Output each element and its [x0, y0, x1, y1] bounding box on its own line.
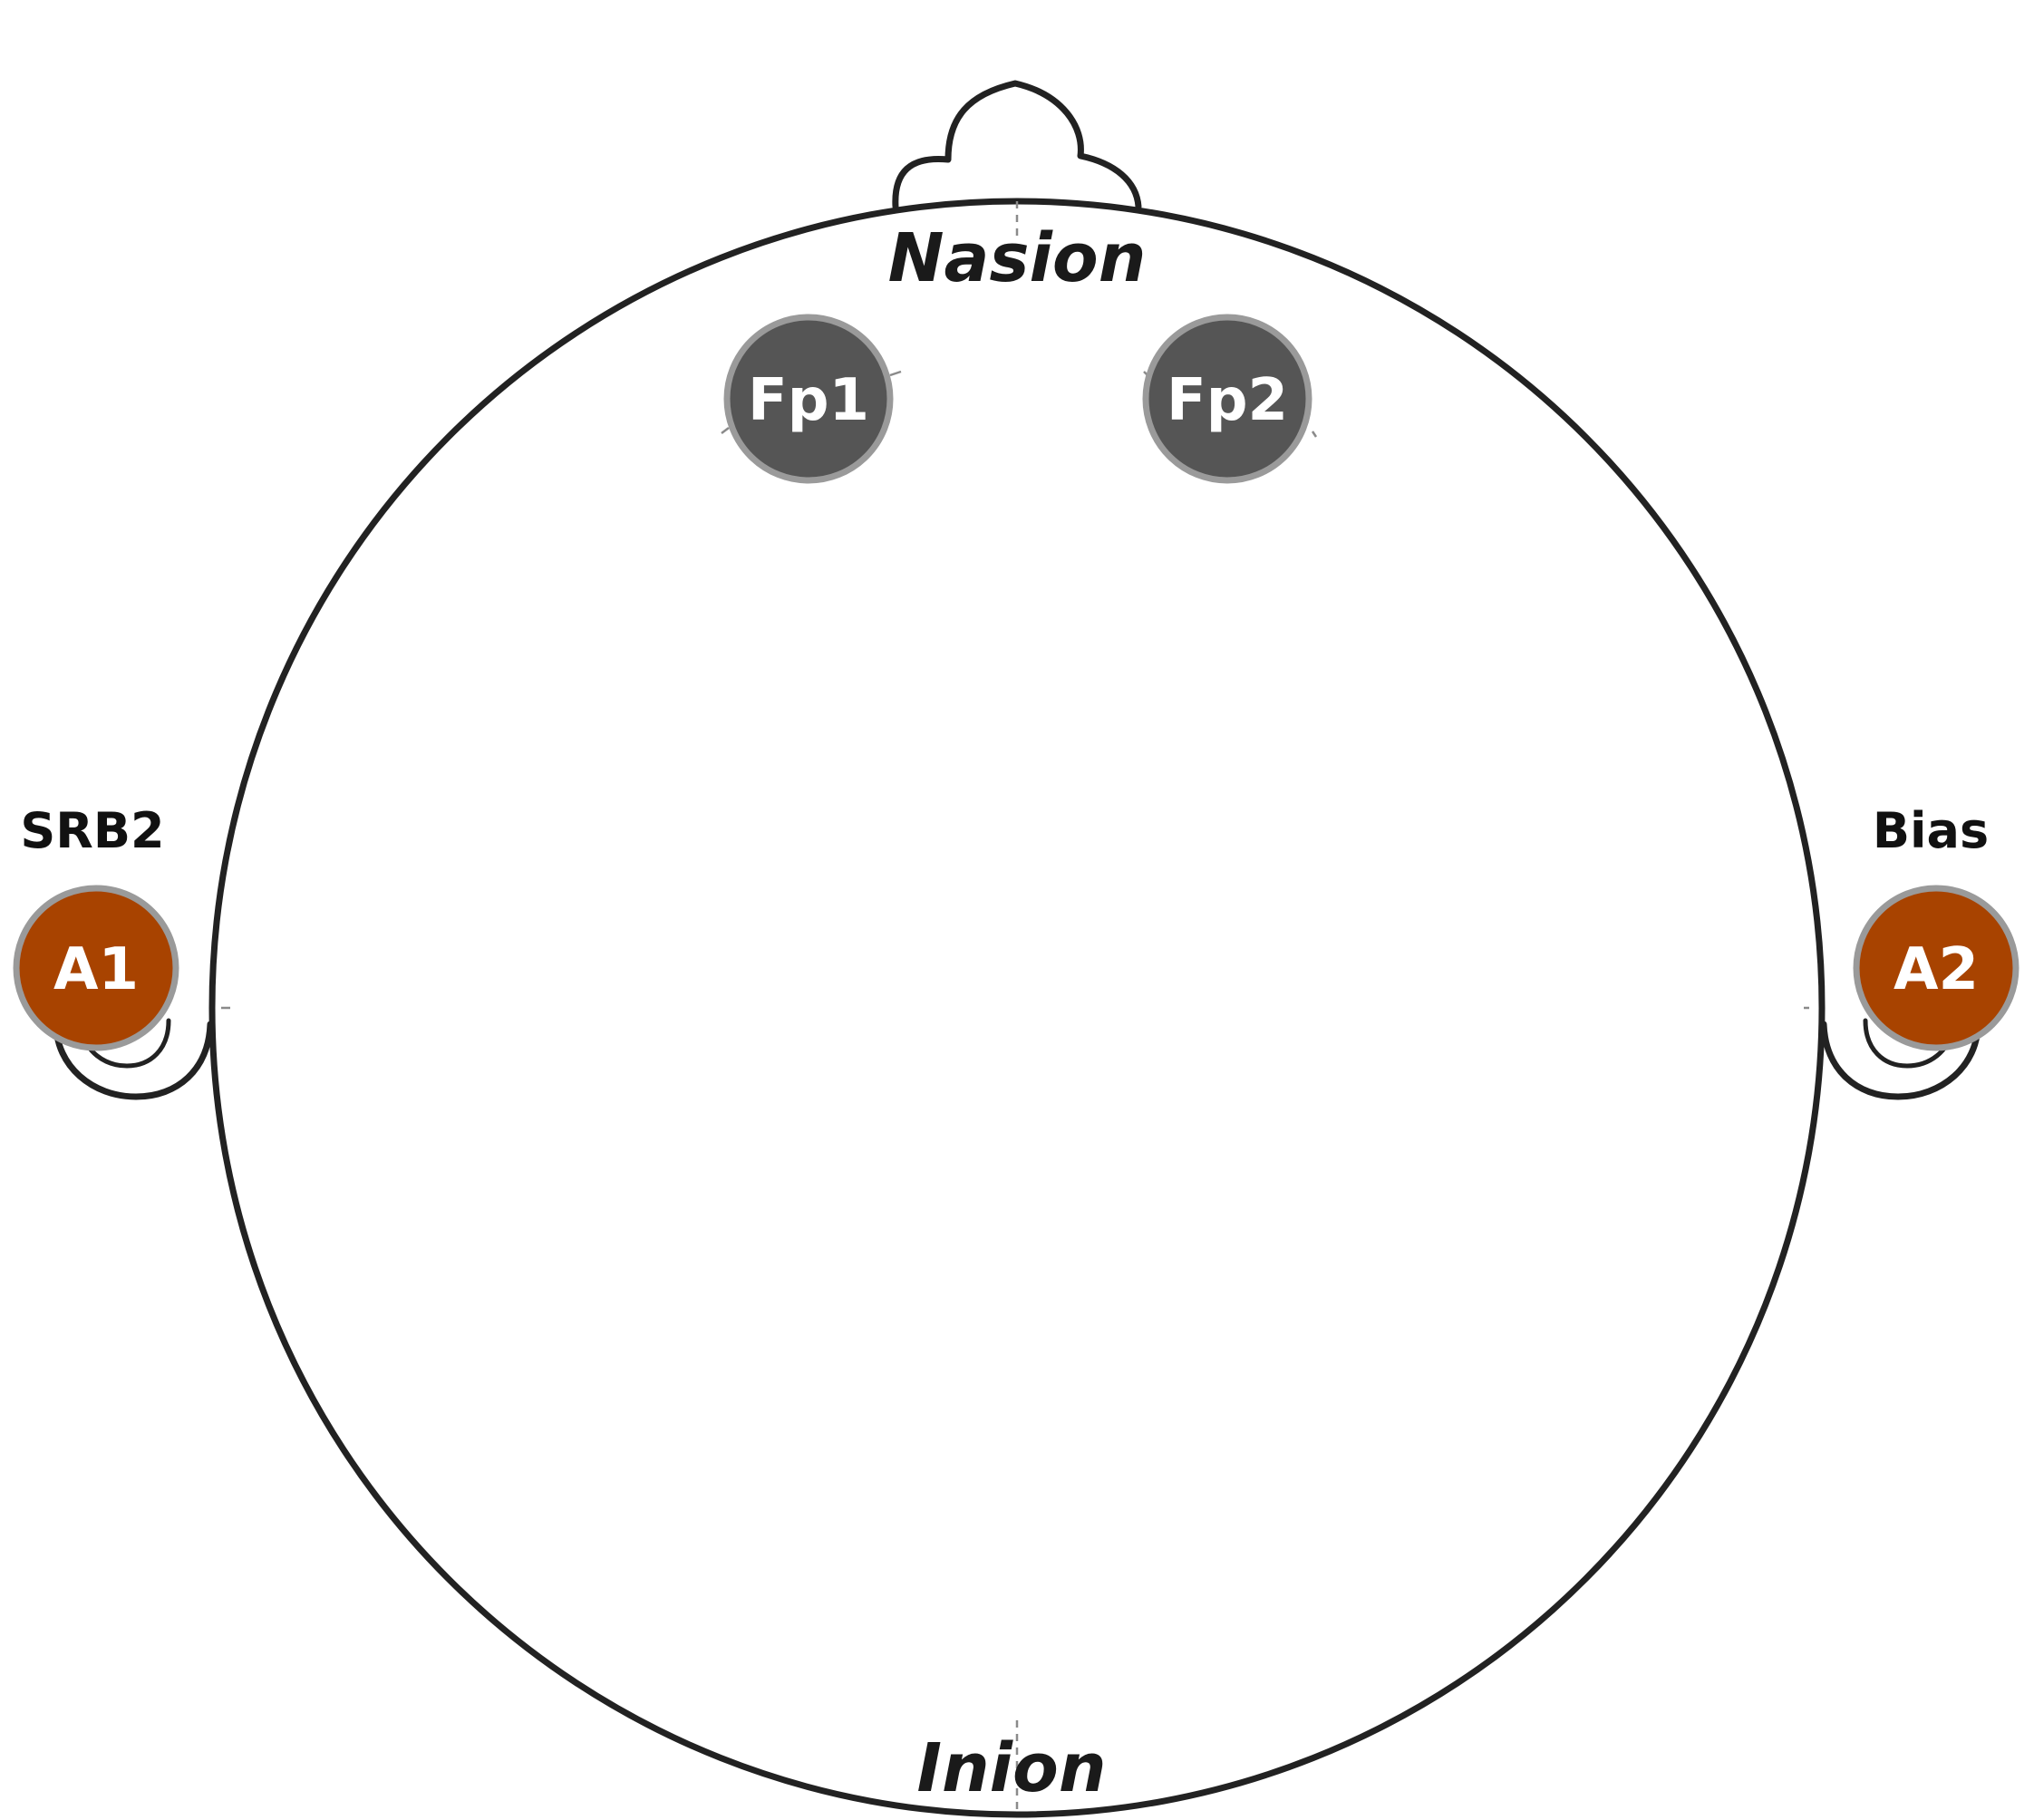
inion-label: Inion: [916, 1729, 1106, 1807]
fp2-tick-right: [1311, 431, 1318, 438]
electrode-fp2-circle: [1142, 314, 1312, 484]
nose-outline: [892, 80, 1142, 210]
electrode-fp1: Fp1: [723, 314, 894, 484]
srb2-label: SRB2: [20, 802, 164, 859]
right-ear-outer: [1820, 1021, 1981, 1100]
fp1-tick-left: [721, 427, 730, 434]
electrode-a2-label: A2: [1894, 936, 1979, 1003]
electrode-fp1-label: Fp1: [748, 367, 869, 434]
head-outline: [208, 198, 1826, 1818]
nasion-label: Nasion: [888, 219, 1147, 297]
left-ear-outer: [53, 1021, 214, 1100]
electrode-fp2: Fp2: [1142, 314, 1312, 484]
electrode-a2-circle: [1853, 885, 2019, 1051]
electrode-a1-label: A1: [53, 936, 139, 1003]
electrode-fp1-circle: [723, 314, 894, 484]
electrode-fp2-label: Fp2: [1167, 367, 1288, 434]
fp1-tick-right: [889, 370, 902, 377]
electrode-a1-circle: [13, 885, 179, 1051]
bias-label: Bias: [1873, 802, 1989, 859]
electrode-a2: A2: [1853, 885, 2019, 1051]
electrode-a1: A1: [13, 885, 179, 1051]
